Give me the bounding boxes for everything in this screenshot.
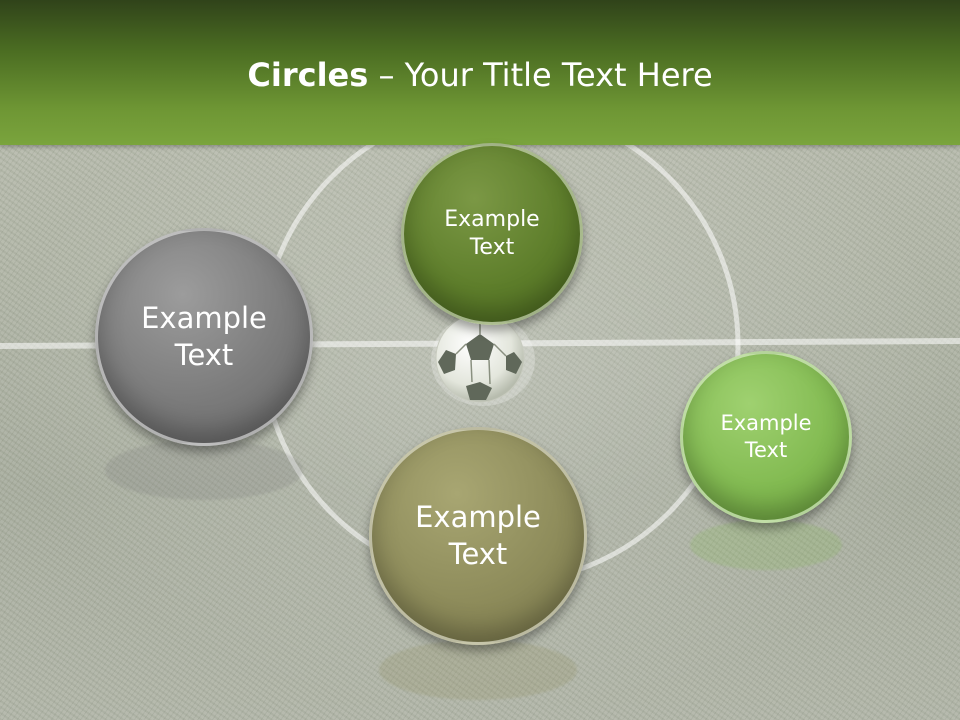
circle-label: Example Text <box>444 206 539 262</box>
circle-label: Example Text <box>415 499 541 573</box>
circle-olive[interactable]: Example Text <box>369 427 587 645</box>
page-title: Circles – Your Title Text Here <box>0 55 960 95</box>
title-rest: – Your Title Text Here <box>368 56 713 94</box>
title-bold: Circles <box>247 56 369 94</box>
circle-label-line2: Text <box>744 438 788 462</box>
soccer-ball-icon <box>431 313 535 406</box>
circle-label-line1: Example <box>720 411 812 436</box>
olive-circle-reflection <box>379 640 577 700</box>
circle-label-line1: Example <box>444 206 540 232</box>
circle-light-green[interactable]: Example Text <box>680 351 852 523</box>
circle-label: Example Text <box>720 410 811 464</box>
circle-gray[interactable]: Example Text <box>95 228 313 446</box>
circle-label-line2: Text <box>174 338 234 372</box>
light-green-circle-reflection <box>690 520 842 570</box>
circle-label-line2: Text <box>469 235 515 260</box>
circle-label-line1: Example <box>415 499 541 534</box>
circle-label-line2: Text <box>448 537 508 571</box>
gray-circle-reflection <box>105 440 303 500</box>
circle-label: Example Text <box>141 300 267 374</box>
circle-dark-green[interactable]: Example Text <box>401 143 583 325</box>
circle-label-line1: Example <box>141 300 267 335</box>
header-band: Circles – Your Title Text Here <box>0 0 960 145</box>
